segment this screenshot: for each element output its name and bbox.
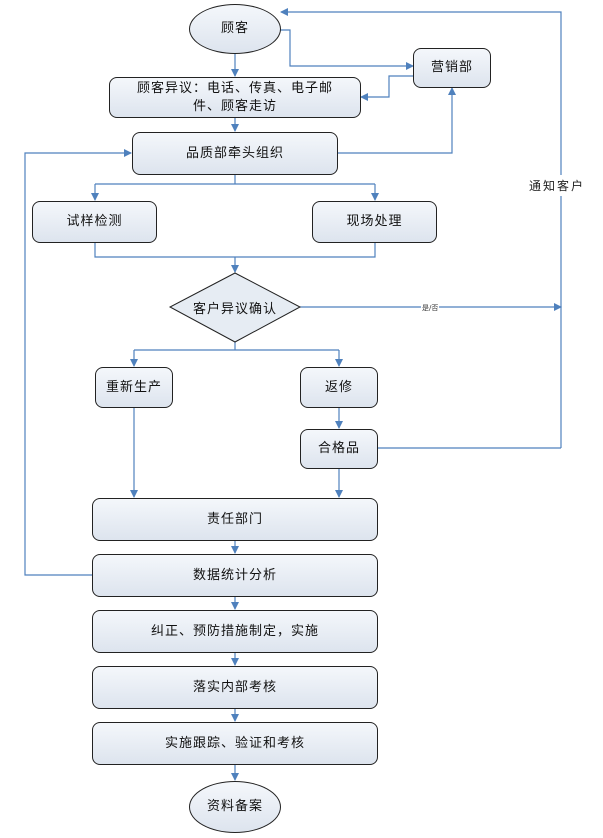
node-confirm: 客户异议确认: [170, 290, 300, 324]
node-marketing: 营销部: [413, 48, 491, 88]
node-qualified-label: 合格品: [317, 441, 360, 457]
node-objection-line2: 件、顾客走访: [192, 98, 277, 114]
node-sample-test-label: 试样检测: [66, 214, 123, 230]
node-rework-label: 返修: [324, 379, 353, 395]
node-corrective: 纠正、预防措施制定，实施: [92, 610, 378, 653]
confirm-diamond: [168, 272, 302, 343]
node-site-handling: 现场处理: [312, 201, 437, 243]
node-customer-label: 顾客: [220, 21, 249, 37]
node-archive-label: 资料备案: [206, 799, 263, 815]
node-responsible-label: 责任部门: [206, 511, 263, 527]
node-rework: 返修: [300, 367, 378, 408]
node-follow-up-label: 实施跟踪、验证和考核: [164, 735, 305, 751]
node-marketing-label: 营销部: [430, 60, 473, 76]
edge-notify-customer: [280, 8, 562, 448]
edge-marketing-objection: [360, 75, 413, 101]
node-reproduce-label: 重新生产: [105, 379, 162, 395]
node-internal-review-label: 落实内部考核: [192, 679, 277, 695]
node-objection: 顾客异议：电话、传真、电子邮 件、顾客走访: [109, 77, 361, 118]
node-qualified: 合格品: [300, 429, 378, 469]
node-archive: 资料备案: [189, 781, 281, 833]
edge-merge: [94, 243, 376, 258]
node-quality-dept-label: 品质部牵头组织: [185, 145, 284, 161]
node-follow-up: 实施跟踪、验证和考核: [92, 722, 378, 765]
node-objection-line1: 顾客异议：电话、传真、电子邮: [136, 80, 333, 96]
node-quality-dept: 品质部牵头组织: [132, 132, 338, 175]
node-internal-review: 落实内部考核: [92, 666, 378, 709]
node-sample-test: 试样检测: [32, 201, 157, 243]
node-confirm-label: 客户异议确认: [192, 301, 277, 317]
node-statistics-label: 数据统计分析: [192, 567, 277, 583]
edge-quality-marketing: [338, 87, 456, 154]
node-site-handling-label: 现场处理: [346, 214, 403, 230]
node-responsible: 责任部门: [92, 498, 378, 541]
node-statistics: 数据统计分析: [92, 554, 378, 597]
node-customer: 顾客: [189, 4, 281, 54]
node-reproduce: 重新生产: [95, 367, 173, 408]
notify-customer-label: 通知客户: [529, 175, 586, 196]
edge-statistics-quality: [24, 149, 132, 576]
node-corrective-label: 纠正、预防措施制定，实施: [150, 623, 319, 639]
yes-no-label: 是/否: [421, 303, 440, 313]
